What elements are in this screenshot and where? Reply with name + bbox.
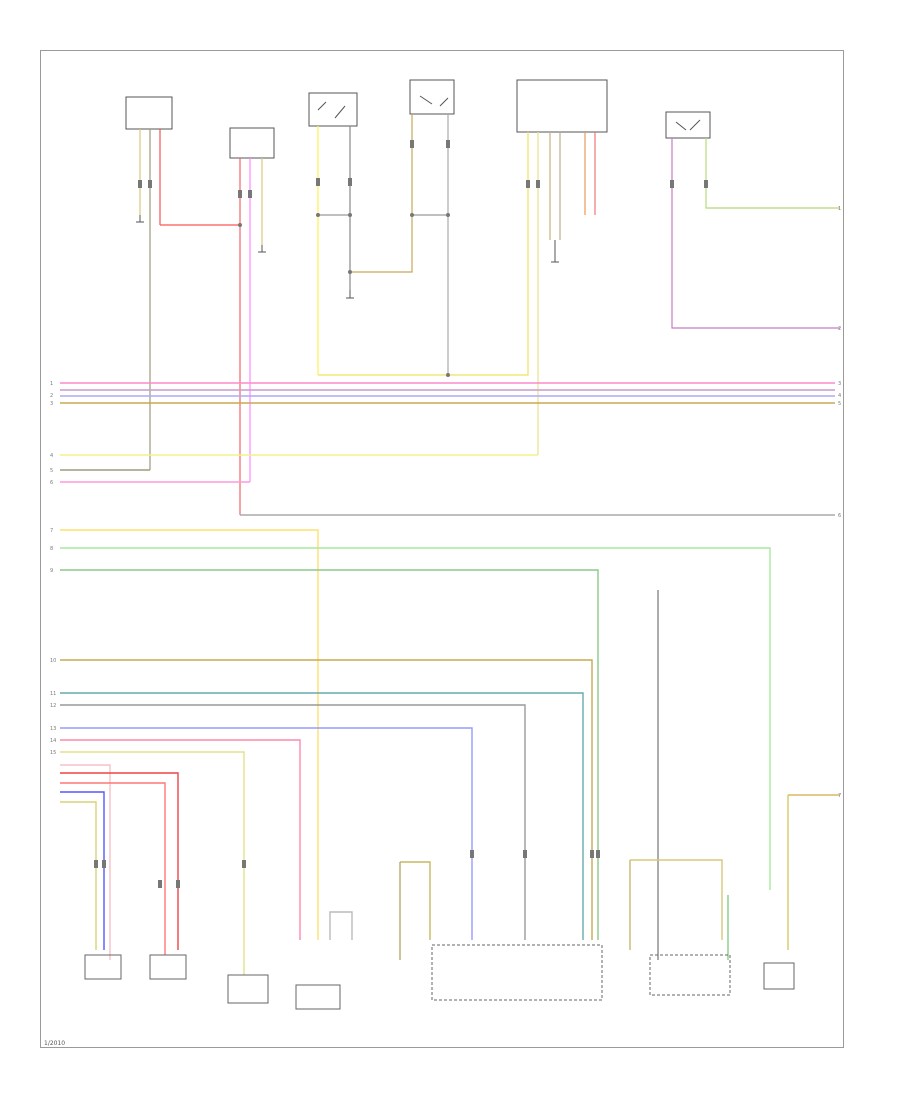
- svg-text:15: 15: [50, 750, 56, 756]
- svg-text:1: 1: [838, 206, 841, 212]
- ground-symbols: [136, 215, 559, 299]
- bottom-component-5: [431, 944, 603, 1001]
- component-box-2: [229, 127, 275, 159]
- svg-text:3: 3: [50, 401, 53, 407]
- svg-text:5: 5: [50, 468, 53, 474]
- bottom-component-1: [84, 954, 122, 980]
- svg-text:10: 10: [50, 658, 56, 664]
- top-wires: [139, 114, 840, 515]
- svg-text:12: 12: [50, 703, 56, 709]
- svg-text:6: 6: [838, 513, 841, 519]
- bottom-component-7: [763, 962, 795, 990]
- svg-text:8: 8: [50, 546, 53, 552]
- component-box-5: [516, 79, 608, 133]
- bus-lines: [60, 382, 840, 975]
- bottom-component-2: [149, 954, 187, 980]
- bottom-component-6: [649, 954, 731, 996]
- component-box-3: [308, 92, 358, 127]
- component-box-4: [409, 79, 455, 115]
- svg-text:4: 4: [838, 393, 841, 399]
- diagram-border: [40, 50, 844, 1048]
- svg-text:14: 14: [50, 738, 56, 744]
- top-components: [125, 79, 711, 159]
- svg-text:11: 11: [50, 691, 56, 697]
- bottom-component-4: [295, 984, 341, 1010]
- svg-text:5: 5: [838, 401, 841, 407]
- svg-text:3: 3: [838, 381, 841, 387]
- bottom-component-3: [227, 974, 269, 1004]
- svg-text:2: 2: [838, 326, 841, 332]
- component-box-6: [665, 111, 711, 139]
- diagram-code: 1/2010: [44, 1040, 66, 1047]
- component-box-1: [125, 96, 173, 130]
- bottom-components: [84, 944, 795, 1010]
- svg-text:4: 4: [50, 453, 53, 459]
- svg-text:2: 2: [50, 393, 53, 399]
- svg-text:6: 6: [50, 480, 53, 486]
- svg-text:9: 9: [50, 568, 53, 574]
- svg-text:1: 1: [50, 381, 53, 387]
- connector-marks: [94, 140, 708, 888]
- svg-text:7: 7: [838, 793, 841, 799]
- svg-text:7: 7: [50, 528, 53, 534]
- svg-text:13: 13: [50, 726, 56, 732]
